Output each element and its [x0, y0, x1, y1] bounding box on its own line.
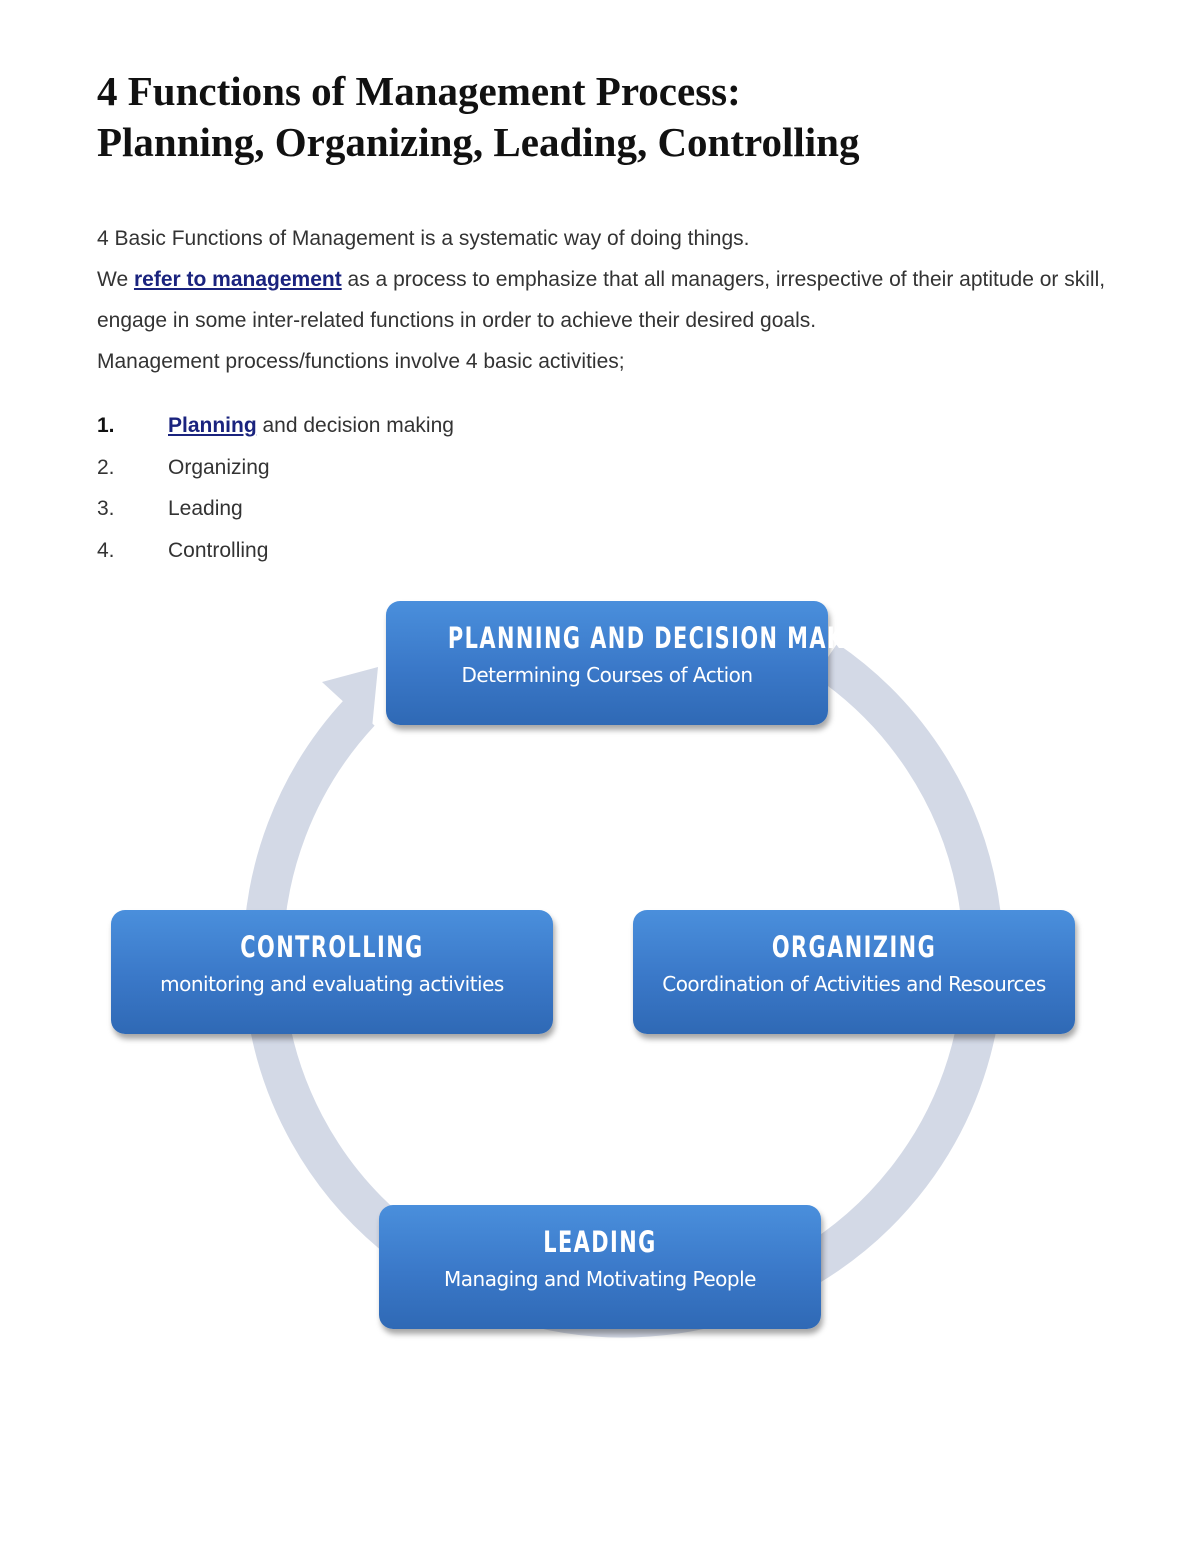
intro-line: 4 Basic Functions of Management is a sys… [97, 227, 750, 250]
leading-box: LEADING Managing and Motivating People [379, 1205, 821, 1329]
intro-body: We refer to management as a process to e… [97, 268, 1106, 332]
intro-line: Management process/functions involve 4 b… [97, 350, 625, 373]
list-item: 2.Organizing [97, 455, 270, 479]
cycle-arrowhead-icon [322, 667, 378, 728]
organizing-box: ORGANIZING Coordination of Activities an… [633, 910, 1075, 1034]
refer-to-management-link[interactable]: refer to management [133, 268, 342, 291]
list-item: 4.Controlling [97, 538, 269, 562]
functions-list: 1.Planning and decision making 2.Organiz… [97, 405, 454, 571]
intro-paragraph: 4 Basic Functions of Management is a sys… [97, 218, 1107, 382]
planning-box: PLANNING AND DECISION MAKING Determining… [386, 601, 890, 725]
list-item: 3.Leading [97, 497, 243, 520]
planning-link[interactable]: Planning [168, 414, 257, 437]
page-title: 4 Functions of Management Process:Planni… [97, 68, 860, 165]
controlling-box: CONTROLLING monitoring and evaluating ac… [111, 910, 553, 1034]
list-item: 1.Planning and decision making [97, 414, 454, 437]
